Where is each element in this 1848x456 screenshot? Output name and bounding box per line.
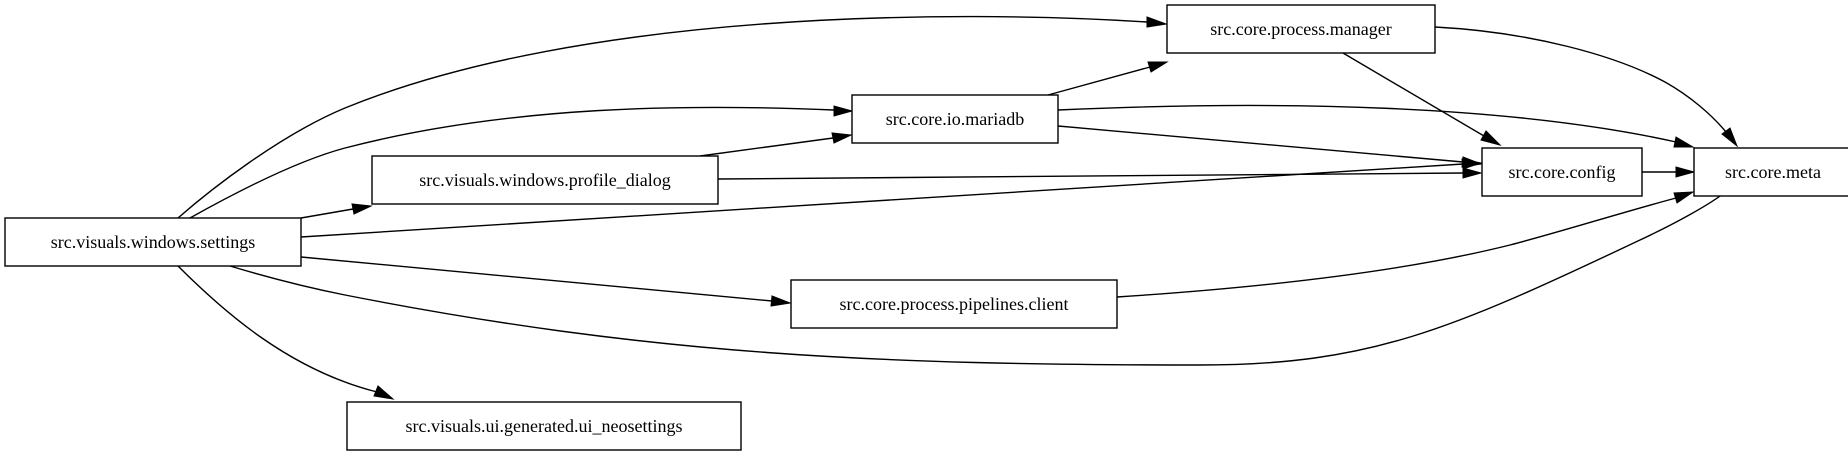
- node-box: [1481, 147, 1643, 197]
- node-config[interactable]: src.core.config: [1481, 147, 1643, 197]
- arrowhead-icon: [1480, 130, 1502, 146]
- node-label: src.core.config: [1509, 162, 1616, 182]
- node-ui-neosettings[interactable]: src.visuals.ui.generated.ui_neosettings: [346, 401, 742, 451]
- edge-line: [177, 265, 378, 393]
- node-box: [1166, 4, 1436, 54]
- edge-line: [1047, 66, 1151, 96]
- edge-line: [717, 172, 1464, 180]
- node-settings[interactable]: src.visuals.windows.settings: [4, 217, 302, 267]
- edge-line: [1342, 52, 1485, 137]
- edge-mariadb-process_manager: [1047, 61, 1169, 96]
- edge-profile_dialog-mariadb: [699, 132, 853, 157]
- edges-layer: [177, 15, 1743, 400]
- nodes-layer: src.visuals.windows.settings src.visuals.…: [4, 4, 1848, 451]
- arrowhead-icon: [770, 295, 792, 307]
- arrowhead-icon: [1675, 166, 1696, 178]
- node-mariadb[interactable]: src.core.io.mariadb: [851, 94, 1059, 144]
- node-box: [790, 279, 1118, 329]
- edge-line: [1434, 26, 1727, 133]
- arrowhead-icon: [1462, 167, 1483, 179]
- edge-line: [300, 208, 354, 219]
- arrowhead-icon: [351, 203, 373, 215]
- arrowhead-icon: [1721, 127, 1739, 148]
- edge-settings-profile_dialog: [300, 203, 373, 219]
- edge-line: [189, 106, 835, 219]
- node-pipelines-client[interactable]: src.core.process.pipelines.client: [790, 279, 1118, 329]
- node-label: src.core.meta: [1725, 162, 1821, 182]
- edge-mariadb-config: [1057, 125, 1483, 168]
- node-box: [371, 155, 719, 205]
- edge-mariadb-meta: [1057, 104, 1695, 148]
- node-label: src.core.io.mariadb: [886, 109, 1024, 129]
- edge-profile_dialog-config: [717, 167, 1483, 180]
- arrowhead-icon: [833, 105, 854, 117]
- edge-settings-mariadb: [189, 105, 854, 219]
- edge-line: [1057, 104, 1677, 143]
- node-label: src.core.process.pipelines.client: [840, 294, 1069, 314]
- edge-line: [300, 163, 1464, 238]
- edge-config-meta: [1642, 166, 1696, 178]
- edge-process_manager-meta: [1434, 26, 1739, 148]
- edge-process_manager-config: [1342, 52, 1502, 146]
- node-profile-dialog[interactable]: src.visuals.windows.profile_dialog: [371, 155, 719, 205]
- node-box: [4, 217, 302, 267]
- edge-settings-meta: [229, 179, 1743, 366]
- arrowhead-icon: [1461, 156, 1483, 168]
- node-label: src.visuals.windows.profile_dialog: [419, 170, 670, 190]
- arrowhead-icon: [1147, 61, 1169, 73]
- edge-line: [229, 189, 1729, 366]
- edge-line: [699, 137, 834, 157]
- node-label: src.core.process.manager: [1210, 19, 1391, 39]
- node-label: src.visuals.windows.settings: [51, 232, 256, 252]
- node-meta[interactable]: src.core.meta: [1693, 147, 1848, 197]
- edge-line: [300, 256, 773, 302]
- node-box: [1693, 147, 1848, 197]
- edge-pipelines_client-meta: [1116, 191, 1695, 298]
- arrowhead-icon: [831, 132, 853, 144]
- edge-line: [1116, 197, 1677, 298]
- node-box: [346, 401, 742, 451]
- arrowhead-icon: [1673, 136, 1695, 148]
- node-process-manager[interactable]: src.core.process.manager: [1166, 4, 1436, 54]
- arrowhead-icon: [1146, 16, 1168, 28]
- edge-settings-pipelines_client: [300, 256, 792, 307]
- node-label: src.visuals.ui.generated.ui_neosettings: [406, 416, 683, 436]
- arrowhead-icon: [1673, 191, 1695, 204]
- edge-settings-process_manager: [177, 15, 1168, 219]
- arrowhead-icon: [373, 385, 395, 400]
- node-box: [851, 94, 1059, 144]
- edge-settings-ui_neosettings: [177, 265, 395, 400]
- edge-line: [177, 15, 1148, 219]
- edge-line: [1057, 125, 1464, 163]
